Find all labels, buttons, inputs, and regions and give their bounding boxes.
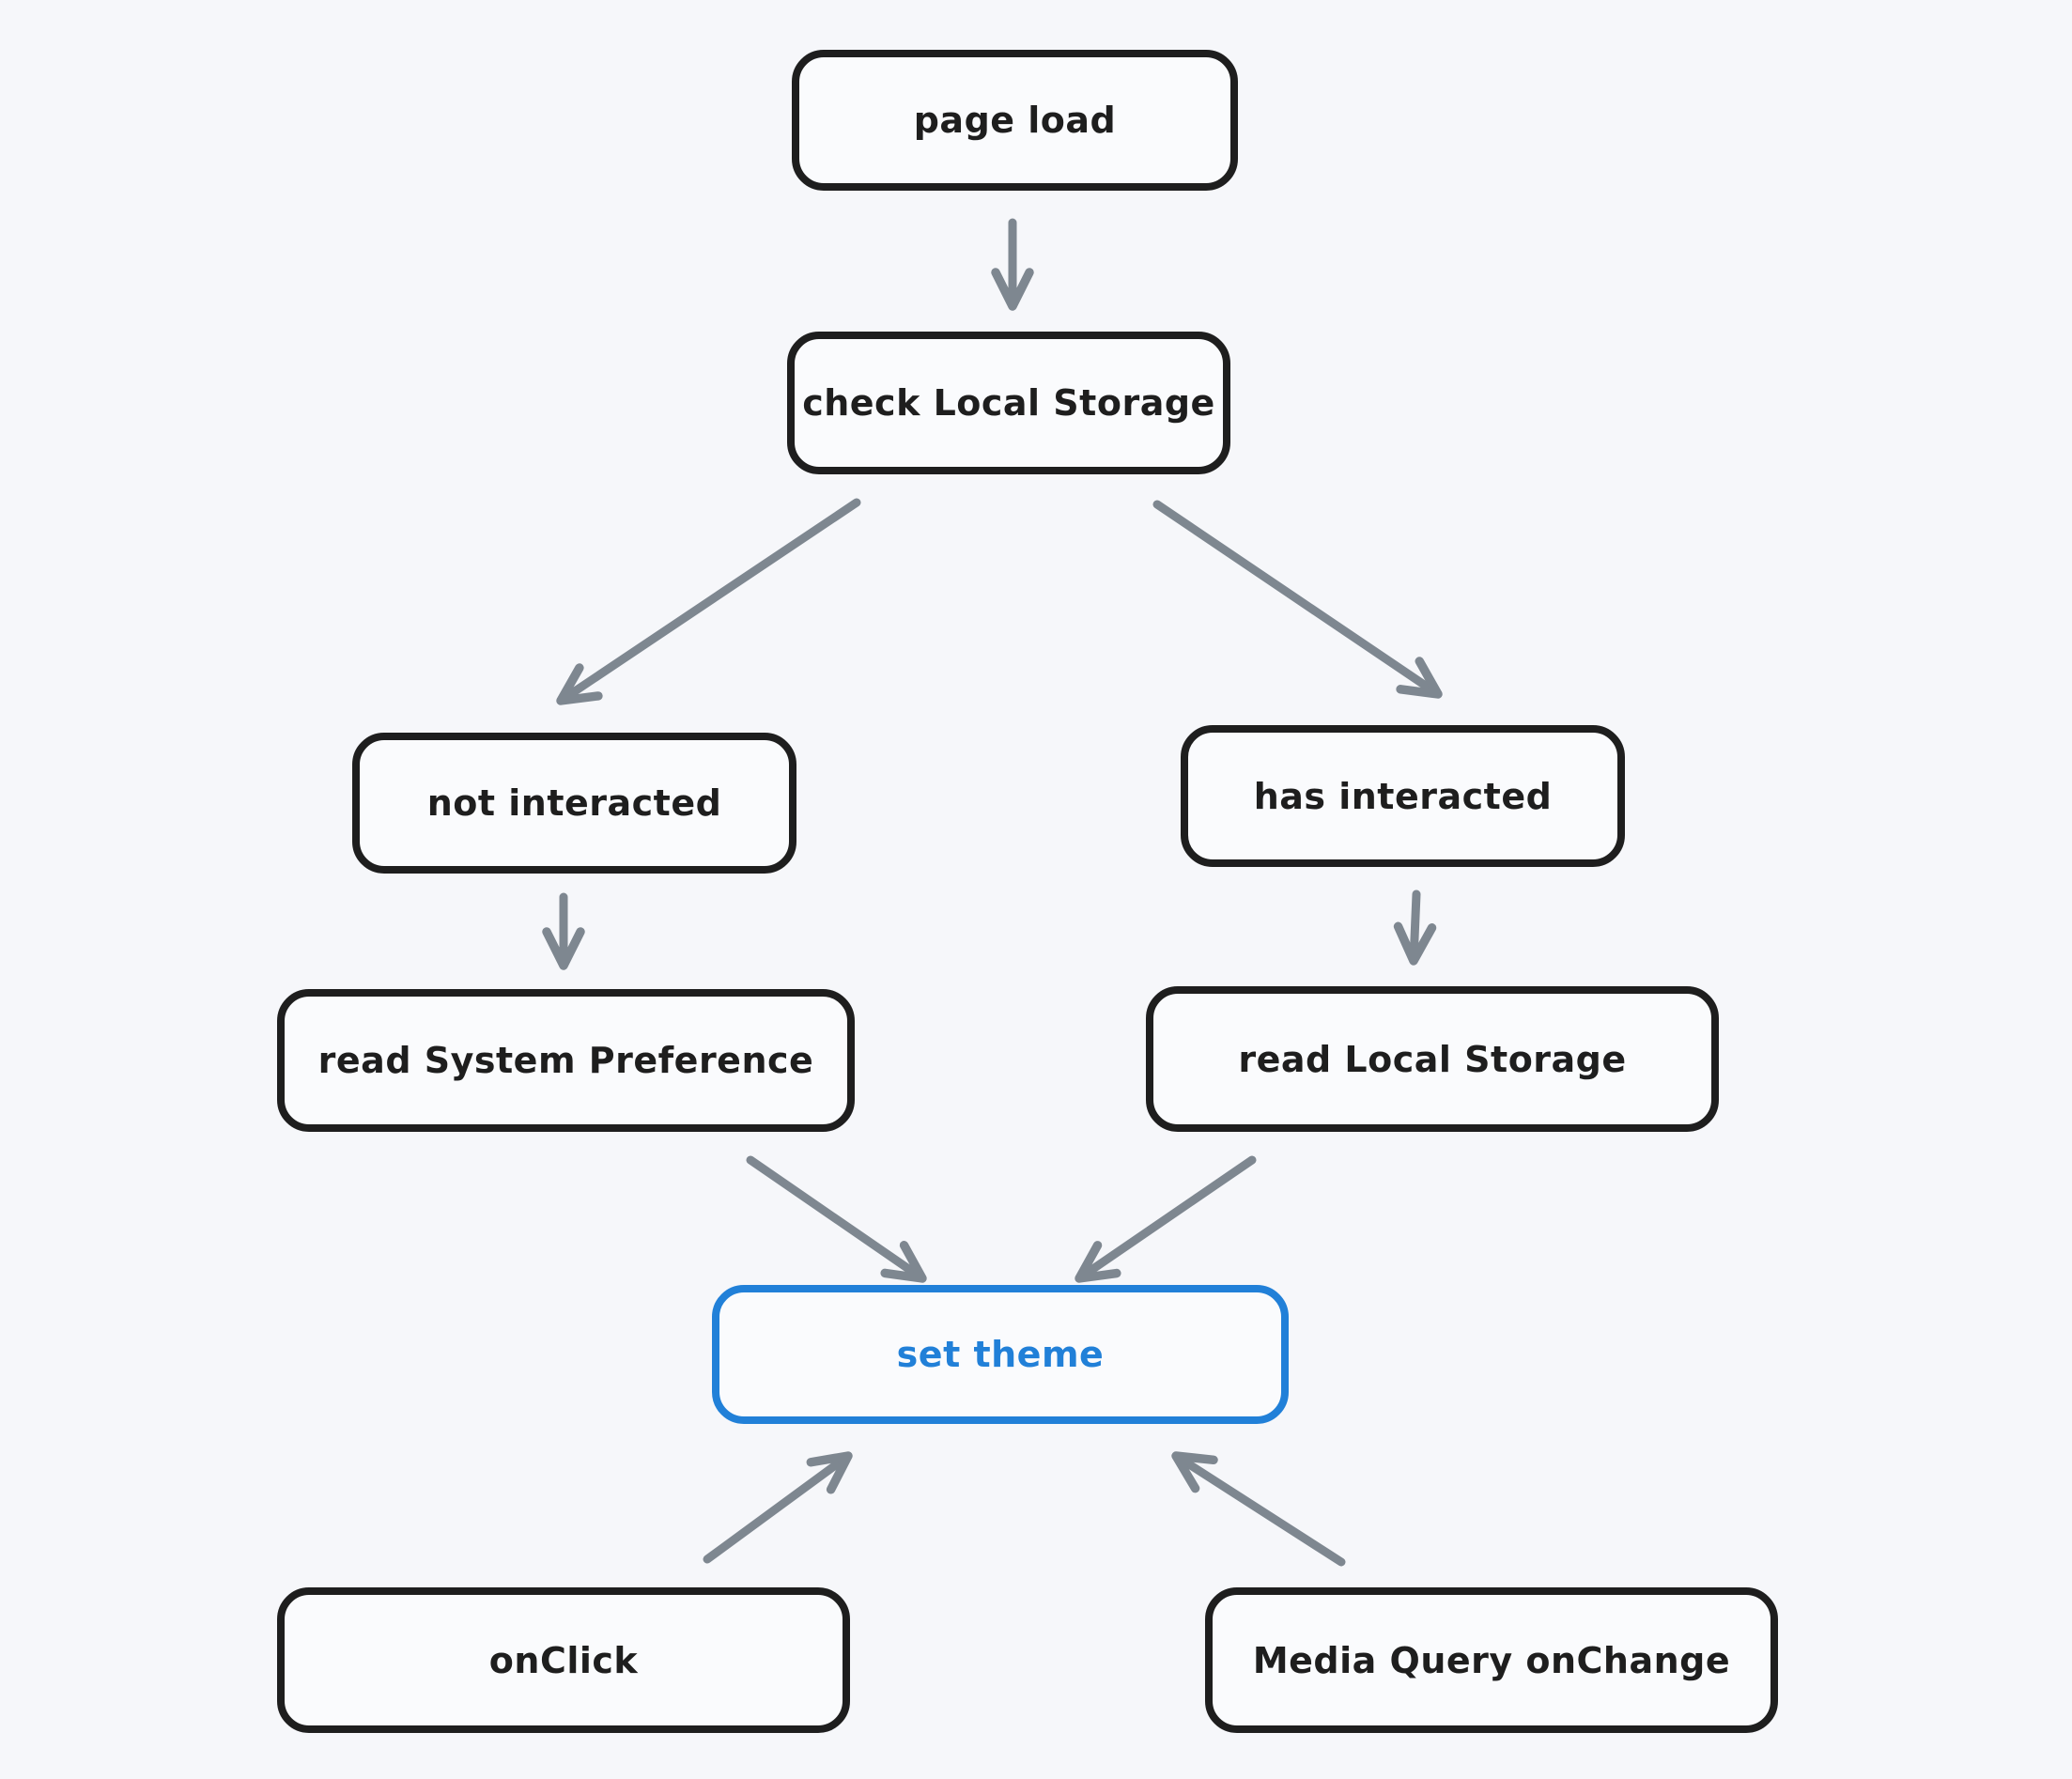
arrow-check-local-storage-to-has-interacted <box>1152 500 1443 699</box>
node-onclick-label: onClick <box>488 1639 639 1681</box>
node-not-interacted: not interacted <box>352 733 796 874</box>
node-check-local-storage: check Local Storage <box>787 332 1230 474</box>
node-not-interacted-label: not interacted <box>426 782 722 824</box>
node-read-system-preference-label: read System Preference <box>317 1040 814 1081</box>
node-has-interacted: has interacted <box>1181 725 1625 867</box>
arrow-has-interacted-to-read-local-storage <box>1393 890 1437 966</box>
node-read-local-storage: read Local Storage <box>1146 986 1719 1132</box>
node-read-system-preference: read System Preference <box>277 989 855 1132</box>
node-onclick: onClick <box>277 1587 850 1733</box>
node-page-load-label: page load <box>913 100 1117 141</box>
arrow-media-query-onchange-to-set-theme <box>1171 1451 1346 1567</box>
node-page-load: page load <box>792 50 1238 191</box>
node-check-local-storage-label: check Local Storage <box>802 382 1215 424</box>
arrow-onclick-to-set-theme <box>703 1451 853 1564</box>
node-set-theme: set theme <box>712 1285 1289 1424</box>
node-read-local-storage-label: read Local Storage <box>1238 1038 1627 1080</box>
node-set-theme-label: set theme <box>896 1334 1105 1375</box>
node-media-query-onchange: Media Query onChange <box>1205 1587 1778 1733</box>
arrow-read-local-storage-to-set-theme <box>1075 1155 1257 1283</box>
node-media-query-onchange-label: Media Query onChange <box>1252 1639 1731 1681</box>
arrow-check-local-storage-to-not-interacted <box>556 498 861 705</box>
arrow-read-system-preference-to-set-theme <box>746 1155 927 1283</box>
node-has-interacted-label: has interacted <box>1253 775 1553 817</box>
